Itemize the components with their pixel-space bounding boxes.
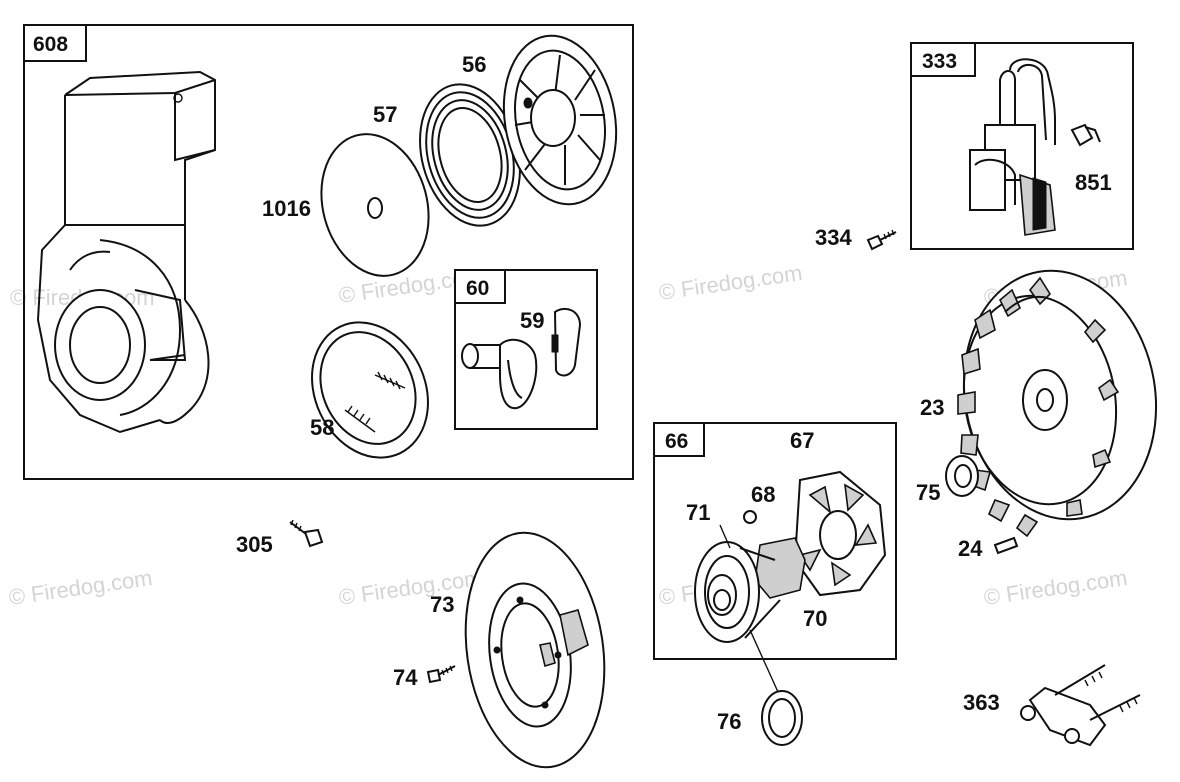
callout-58: 58 xyxy=(310,415,334,440)
callout-70: 70 xyxy=(803,606,827,631)
group-333-label: 333 xyxy=(922,50,957,73)
group-66-tag xyxy=(653,422,705,457)
callout-74: 74 xyxy=(393,665,418,690)
group-608: 608 xyxy=(23,24,634,480)
part-1016-plate xyxy=(320,133,430,277)
callout-305: 305 xyxy=(236,532,273,557)
blower-housing xyxy=(36,70,216,434)
group-608-label: 608 xyxy=(33,33,68,56)
callout-73: 73 xyxy=(430,592,454,617)
group-66-label: 66 xyxy=(665,430,688,453)
part-334-screw xyxy=(866,229,897,251)
callout-68: 68 xyxy=(751,482,775,507)
part-56-pulley xyxy=(502,34,618,206)
callouts: 56 57 1016 59 58 851 334 23 75 24 67 68 … xyxy=(236,52,1112,734)
group-333: 333 xyxy=(910,42,1134,250)
part-24-key xyxy=(993,536,1019,555)
part-73-screen xyxy=(464,531,606,769)
group-60-frame xyxy=(454,269,598,430)
armature xyxy=(969,58,1101,236)
callout-24: 24 xyxy=(958,536,983,561)
callout-75: 75 xyxy=(916,480,940,505)
part-305-screw xyxy=(289,519,324,548)
part-76-ring xyxy=(749,629,803,746)
watermark: © Firedog.com xyxy=(7,565,154,610)
group-60: 60 xyxy=(454,269,598,430)
group-608-frame xyxy=(23,24,634,480)
callout-71: 71 xyxy=(686,500,710,525)
part-75-washer xyxy=(945,455,979,497)
callout-59: 59 xyxy=(520,308,544,333)
callout-57: 57 xyxy=(373,102,397,127)
callout-67: 67 xyxy=(790,428,814,453)
leader-lines xyxy=(719,524,731,549)
part-363-bracket xyxy=(1020,664,1141,747)
group-60-tag xyxy=(454,269,506,304)
callout-56: 56 xyxy=(462,52,486,77)
group-66-frame xyxy=(653,422,897,660)
callout-363: 363 xyxy=(963,690,1000,715)
group-608-tag xyxy=(23,24,87,62)
callout-334: 334 xyxy=(815,225,852,250)
callout-1016: 1016 xyxy=(262,196,311,221)
watermark: © Firedog.com xyxy=(657,260,804,305)
part-23-flywheel xyxy=(957,269,1158,538)
callout-23: 23 xyxy=(920,395,944,420)
group-66: 66 xyxy=(653,422,897,660)
watermark: © Firedog.com xyxy=(982,565,1129,610)
part-74-screw xyxy=(426,665,456,684)
part-58-spring xyxy=(311,321,429,459)
callout-851: 851 xyxy=(1075,170,1112,195)
group-333-frame xyxy=(910,42,1134,250)
group-60-label: 60 xyxy=(466,277,489,300)
group-333-tag xyxy=(910,42,976,77)
watermark: © Firedog.com xyxy=(337,565,484,610)
callout-76: 76 xyxy=(717,709,741,734)
